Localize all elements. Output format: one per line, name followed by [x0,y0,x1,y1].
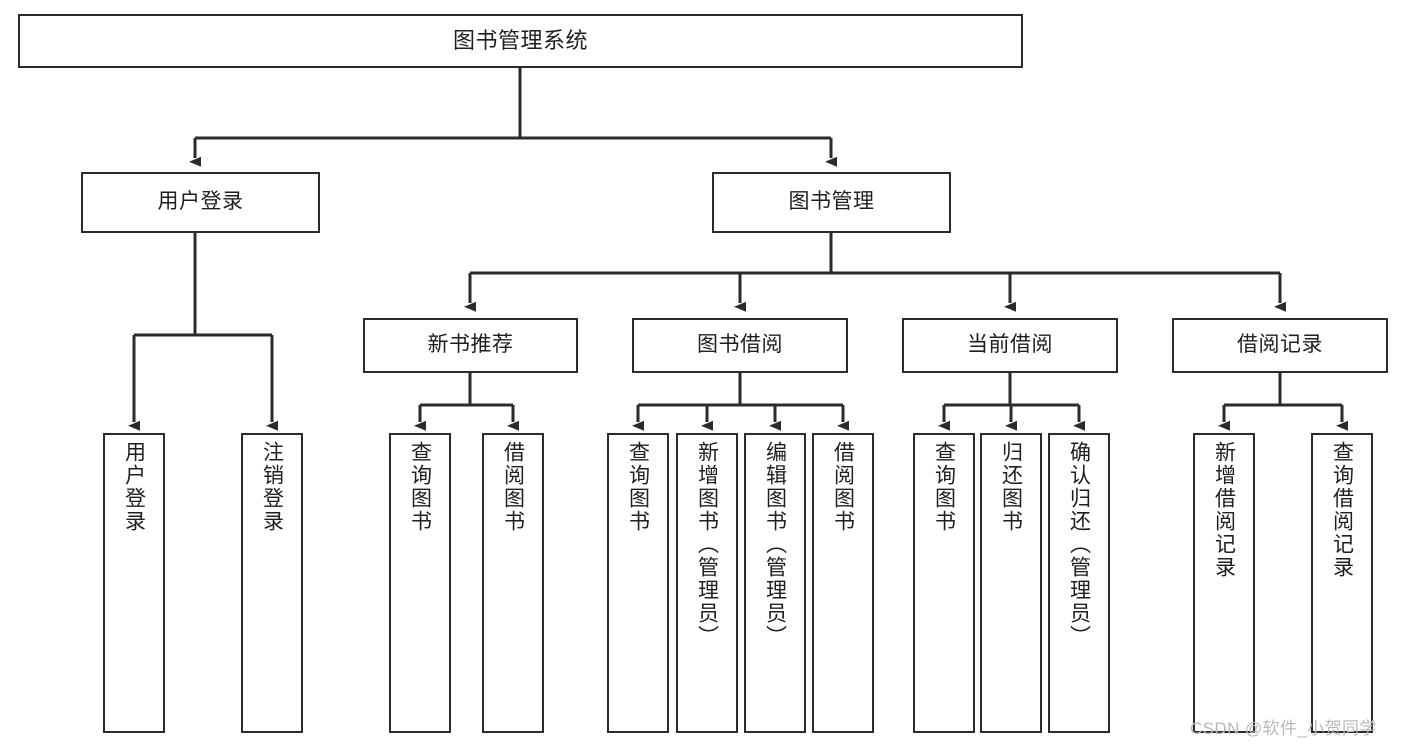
node-new-book-recommend[interactable]: 新书推荐 [363,318,578,373]
node-leaf-query-record-label: 查询借阅记录 [1330,441,1354,579]
node-borrow-record[interactable]: 借阅记录 [1172,318,1388,373]
node-leaf-confirm-return-label: 确认归还（管理员） [1067,441,1091,648]
node-leaf-user-login[interactable]: 用户登录 [103,433,165,733]
node-root[interactable]: 图书管理系统 [18,14,1023,68]
node-current-borrow-label: 当前借阅 [967,333,1053,357]
node-new-book-recommend-label: 新书推荐 [427,333,514,357]
node-leaf-borrow-book-2-label: 借阅图书 [831,441,855,533]
node-leaf-add-book-label: 新增图书（管理员） [695,441,719,648]
node-leaf-add-record[interactable]: 新增借阅记录 [1193,433,1255,733]
node-book-manage[interactable]: 图书管理 [712,172,951,233]
node-leaf-query-book-3[interactable]: 查询图书 [913,433,975,733]
node-leaf-query-book-1[interactable]: 查询图书 [389,433,451,733]
node-leaf-borrow-book-1[interactable]: 借阅图书 [482,433,544,733]
node-leaf-return-book-label: 归还图书 [999,441,1023,533]
node-book-borrow-label: 图书借阅 [697,333,783,357]
node-leaf-edit-book[interactable]: 编辑图书（管理员） [744,433,806,733]
node-leaf-borrow-book-1-label: 借阅图书 [501,441,525,533]
node-leaf-user-login-label: 用户登录 [122,441,146,533]
node-leaf-query-book-1-label: 查询图书 [408,441,432,533]
node-leaf-add-record-label: 新增借阅记录 [1212,441,1236,579]
node-borrow-record-label: 借阅记录 [1237,333,1323,357]
watermark-text: CSDN @软件_小贺同学 [1190,719,1377,738]
node-leaf-logout-label: 注销登录 [260,441,284,533]
node-leaf-return-book[interactable]: 归还图书 [980,433,1042,733]
node-current-borrow[interactable]: 当前借阅 [902,318,1118,373]
node-leaf-query-book-2-label: 查询图书 [626,441,650,533]
node-leaf-confirm-return[interactable]: 确认归还（管理员） [1048,433,1110,733]
node-leaf-query-book-2[interactable]: 查询图书 [607,433,669,733]
node-leaf-logout[interactable]: 注销登录 [241,433,303,733]
node-leaf-borrow-book-2[interactable]: 借阅图书 [812,433,874,733]
node-user-login-label: 用户登录 [157,190,244,214]
node-book-manage-label: 图书管理 [788,190,875,214]
node-leaf-add-book[interactable]: 新增图书（管理员） [676,433,738,733]
node-book-borrow[interactable]: 图书借阅 [632,318,848,373]
node-leaf-edit-book-label: 编辑图书（管理员） [763,441,787,648]
node-root-label: 图书管理系统 [452,28,588,54]
node-user-login[interactable]: 用户登录 [81,172,320,233]
node-leaf-query-record[interactable]: 查询借阅记录 [1311,433,1373,733]
node-leaf-query-book-3-label: 查询图书 [932,441,956,533]
